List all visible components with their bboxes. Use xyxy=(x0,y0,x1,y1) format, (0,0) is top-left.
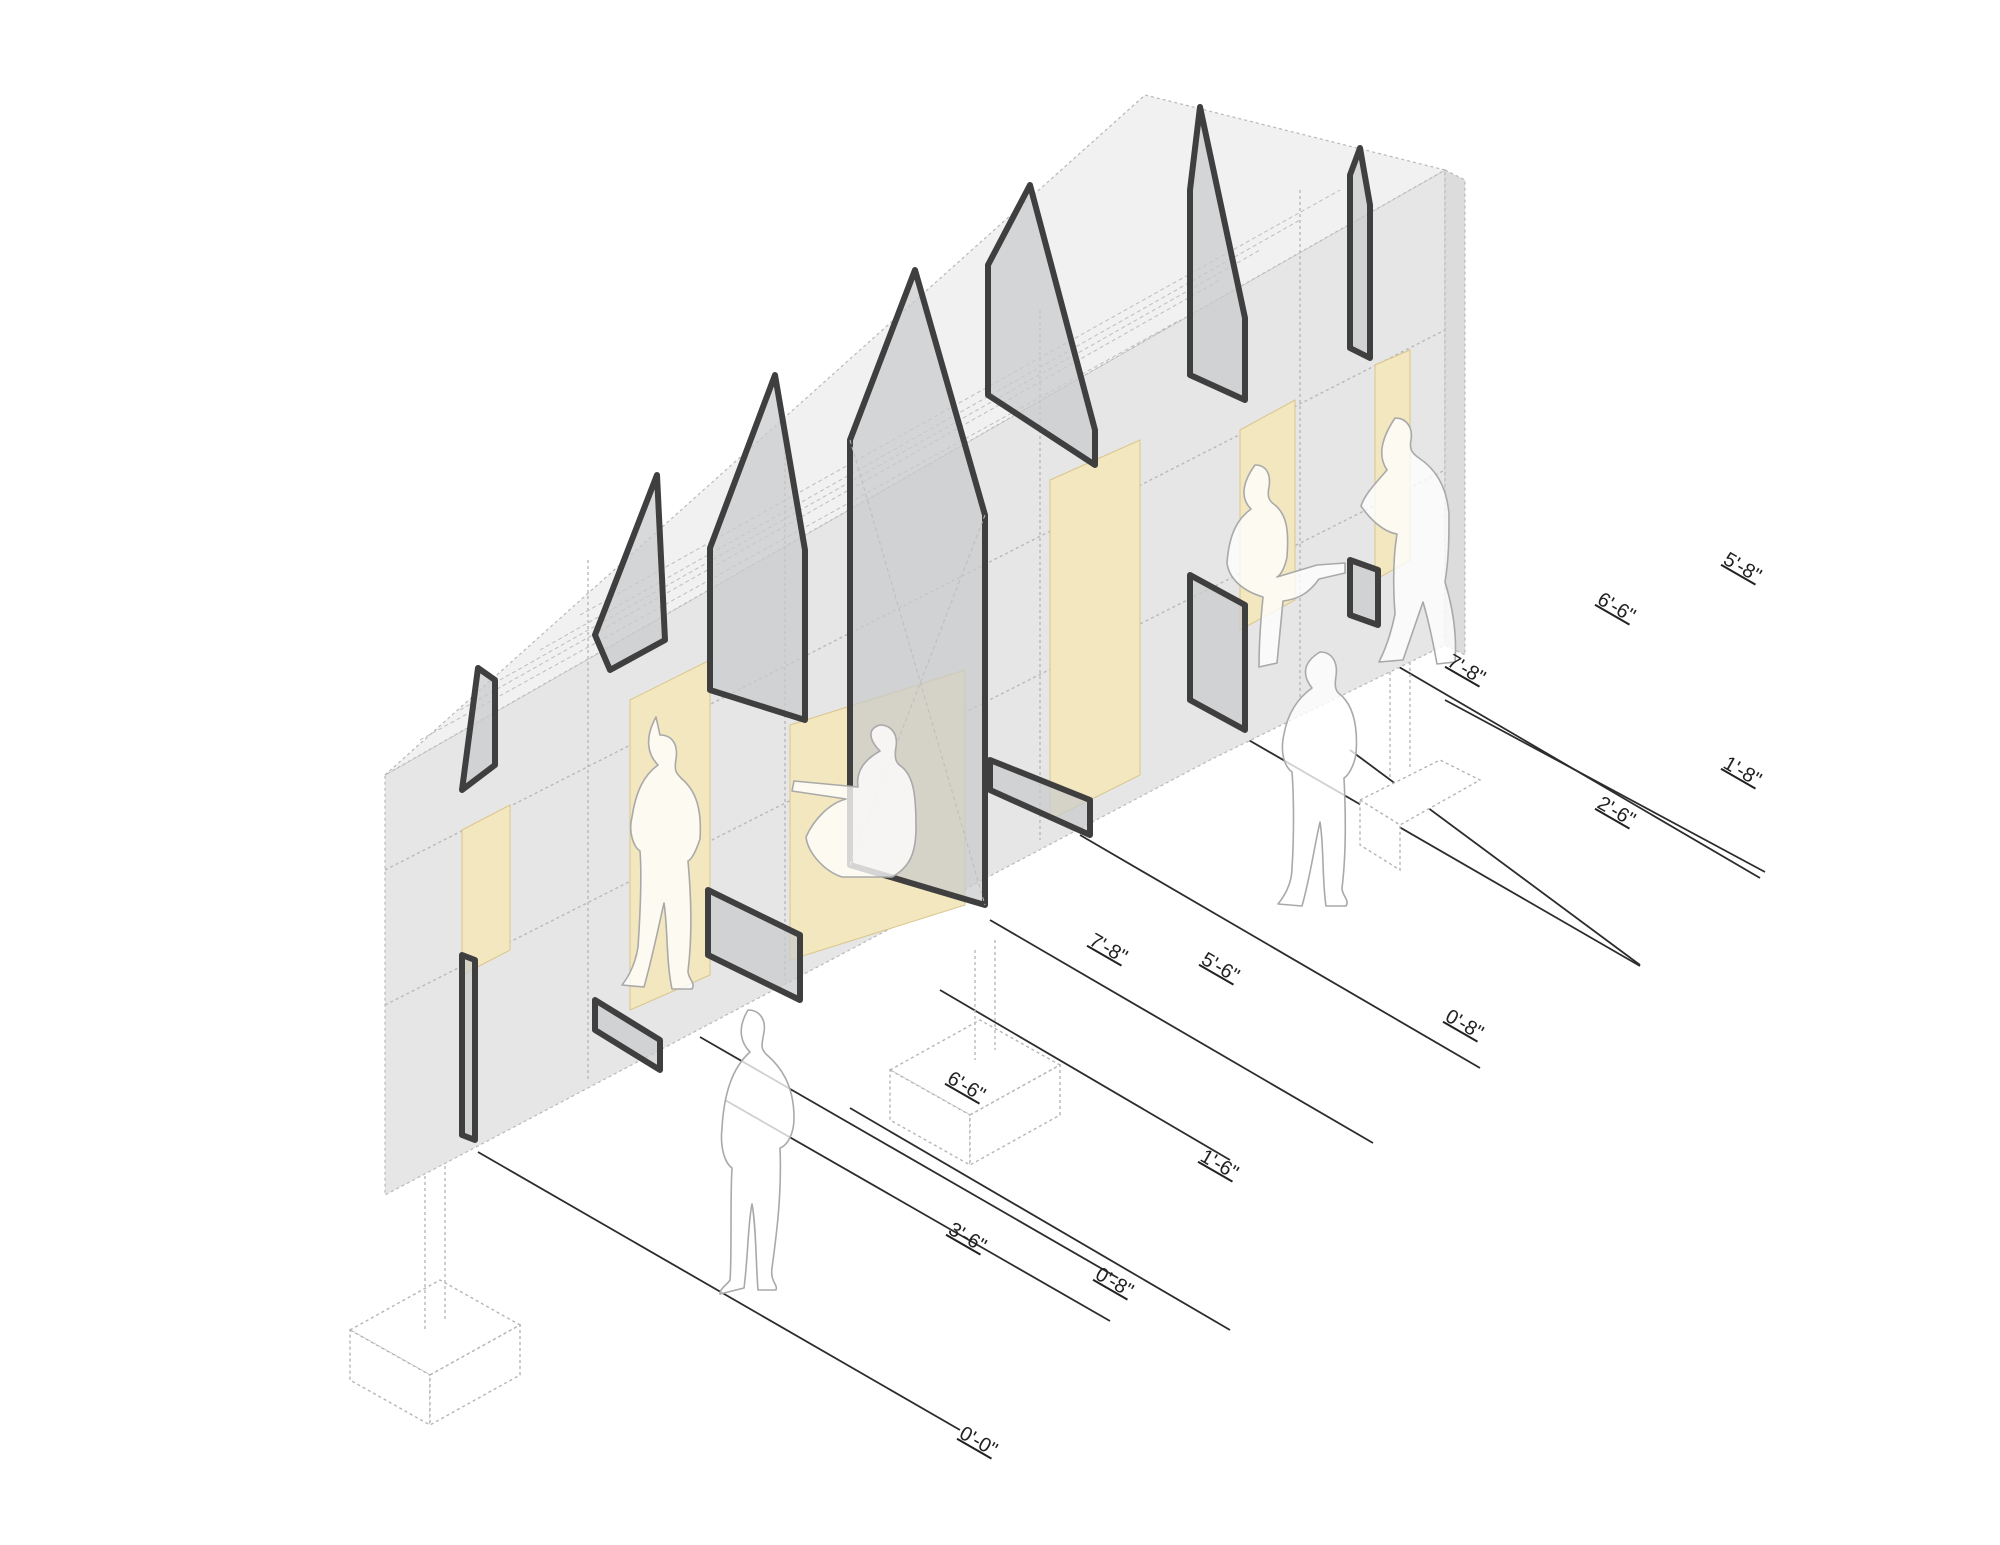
window-m xyxy=(1347,557,1381,628)
footing-3-front xyxy=(1359,798,1401,872)
person-standing-nook xyxy=(621,716,702,990)
dimension-line-0-8-a xyxy=(849,1107,1231,1331)
window-g xyxy=(1347,145,1373,361)
people xyxy=(621,417,1457,1295)
dimension-line-5-6 xyxy=(1079,834,1481,1069)
window-a xyxy=(459,665,498,793)
window-d-brace-1 xyxy=(849,439,986,906)
dimension-line-1-6 xyxy=(939,989,1231,1161)
dimension-label: 7'-8" xyxy=(1086,929,1131,968)
roof-guide-2 xyxy=(459,279,1221,711)
dimension-label: 5'-8" xyxy=(1720,548,1765,587)
window-c xyxy=(707,372,808,723)
window-i xyxy=(1187,572,1248,733)
window-j xyxy=(705,887,803,1003)
window-h xyxy=(459,952,478,1143)
roof-guide-5 xyxy=(579,189,1341,616)
dimension-label: 1'-8" xyxy=(1720,752,1765,791)
dimension-label: 0'-8" xyxy=(1442,1005,1487,1044)
footing-2-front xyxy=(889,1068,971,1167)
dimension-line-1-8 xyxy=(1444,699,1766,873)
window-e xyxy=(985,182,1098,468)
person-standing-front xyxy=(719,1009,795,1295)
window-f xyxy=(1187,104,1248,403)
nook-4 xyxy=(1049,439,1141,821)
dimension-label: 2'-6" xyxy=(1594,792,1639,831)
person-thinking xyxy=(1277,651,1358,907)
person-sitting-nook xyxy=(791,724,917,878)
window-k xyxy=(592,997,663,1073)
dimension-label: 7'-8" xyxy=(1444,650,1489,689)
side-face xyxy=(1444,169,1466,656)
person-leaning xyxy=(1360,417,1457,665)
footings xyxy=(348,590,1482,1427)
dimension-label: 3'-6" xyxy=(945,1218,990,1257)
footing-1-front xyxy=(349,1328,431,1427)
dimension-label: 6'-6" xyxy=(1594,588,1639,627)
footing-1-side xyxy=(429,1323,521,1427)
person-sitting-upper xyxy=(1226,464,1346,668)
dimension-label: 1'-6" xyxy=(1197,1145,1242,1184)
dimension-label: 0'-8" xyxy=(1092,1263,1137,1302)
dimension-label: 0'-0" xyxy=(956,1422,1001,1461)
footing-2-side xyxy=(969,1063,1061,1167)
window-l xyxy=(987,757,1093,838)
dimension-label: 5'-6" xyxy=(1198,948,1243,987)
dimension-line-0-0 xyxy=(477,1151,961,1431)
dimension-line-7-8-a xyxy=(989,919,1374,1144)
window-b xyxy=(592,472,668,673)
nook-1 xyxy=(461,804,511,976)
